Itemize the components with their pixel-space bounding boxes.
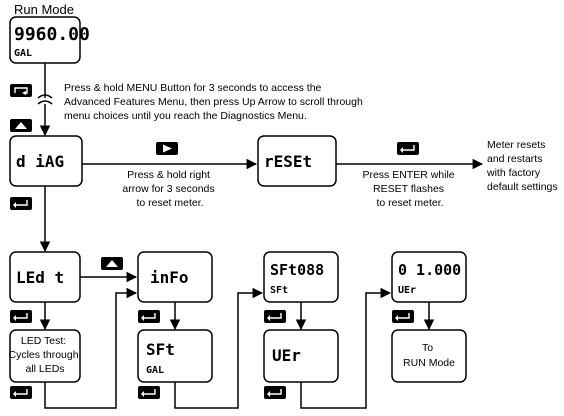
diag-display-text: d iAG	[16, 152, 64, 171]
up-arrow-button-led[interactable]	[101, 257, 123, 270]
break-mark	[37, 94, 53, 105]
enter-button-version[interactable]	[392, 310, 414, 323]
ver-display: UEr	[263, 329, 339, 383]
led-test-display: LEd t	[9, 251, 81, 303]
right-arrow-button[interactable]	[156, 142, 178, 155]
run-mode-display: 9960.00 GAL	[9, 16, 90, 64]
enter-button-info[interactable]	[138, 310, 160, 323]
ver-display-text: UEr	[272, 346, 301, 365]
version-display-line2: UEr	[398, 285, 416, 296]
info-display: inFo	[137, 251, 213, 303]
enter-reset-text: Press ENTER while RESET flashes to reset…	[362, 169, 457, 209]
reset-display: rESEt	[257, 135, 337, 187]
instruction-text: Press & hold MENU Button for 3 seconds t…	[64, 82, 366, 122]
sft-display-line2: GAL	[146, 365, 164, 376]
enter-button-reset[interactable]	[397, 142, 419, 155]
meter-resets-text: Meter resets and restarts with factory d…	[486, 139, 558, 193]
sft-display: SFt GAL	[137, 329, 213, 383]
enter-button-led-test[interactable]	[10, 386, 32, 399]
run-mode-unit: GAL	[14, 48, 32, 59]
enter-button-sft[interactable]	[138, 386, 160, 399]
diag-display: d iAG	[9, 135, 83, 187]
sft088-display-line1: SFt088	[270, 261, 324, 279]
led-test-box: LED Test: Cycles through all LEDs	[9, 329, 82, 383]
run-mode-value: 9960.00	[14, 24, 90, 45]
enter-button-diag[interactable]	[10, 197, 32, 210]
version-display-line1: 0 1.000	[398, 261, 461, 279]
up-arrow-button[interactable]	[10, 119, 32, 132]
run-mode-title: Run Mode	[14, 2, 74, 17]
enter-button-ver[interactable]	[264, 386, 286, 399]
to-run-mode-box: To RUN Mode	[391, 329, 467, 383]
led-test-description: LED Test: Cycles through all LEDs	[9, 335, 82, 375]
enter-button-sft088[interactable]	[264, 310, 286, 323]
sft088-display-line2: SFt	[270, 285, 288, 296]
to-run-mode-text: To RUN Mode	[403, 342, 455, 369]
reset-display-text: rESEt	[264, 152, 312, 171]
led-test-display-text: LEd t	[16, 268, 64, 287]
sft088-display: SFt088 SFt	[263, 251, 339, 303]
hold-right-text: Press & hold right arrow for 3 seconds t…	[122, 169, 217, 209]
version-display: 0 1.000 UEr	[391, 251, 467, 303]
enter-button-led[interactable]	[10, 310, 32, 323]
menu-button[interactable]	[10, 84, 32, 97]
sft-display-line1: SFt	[146, 340, 175, 359]
info-display-text: inFo	[150, 268, 189, 287]
